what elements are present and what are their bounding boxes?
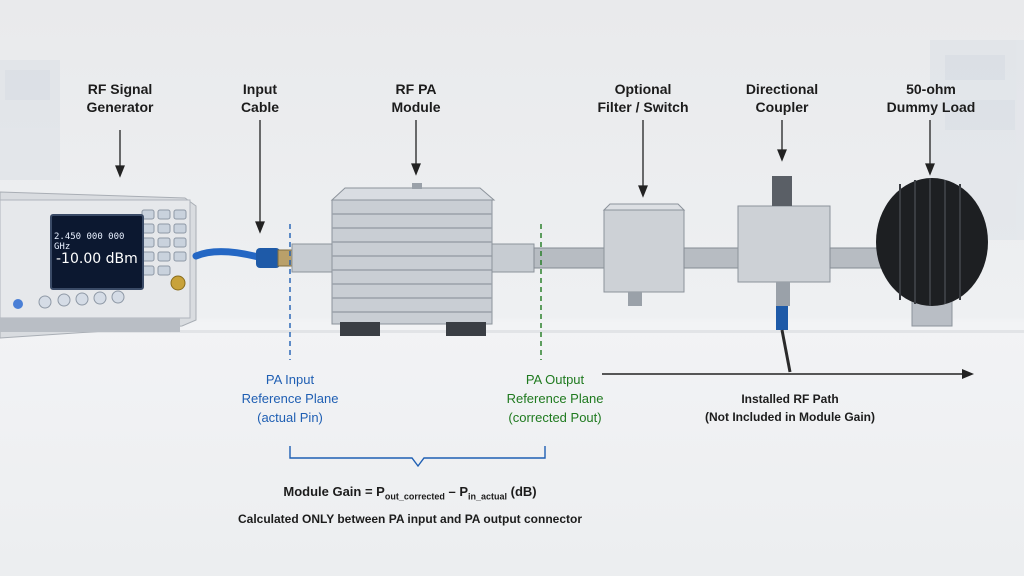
label-filter-line2: Filter / Switch	[597, 99, 689, 115]
label-module-line2: Module	[391, 99, 441, 115]
formula-out-subscript: out_corrected	[384, 491, 445, 502]
table-edge	[0, 330, 1024, 333]
label-load: 50-ohm Dummy Load	[876, 80, 986, 116]
label-filter-line1: Optional	[614, 81, 672, 97]
label-generator: RF Signal Generator	[70, 80, 170, 116]
input-plane-line3: (actual Pin)	[257, 410, 323, 425]
formula-suffix: (dB)	[507, 484, 537, 499]
input-plane-line2: Reference Plane	[241, 391, 339, 406]
label-module: RF PA Module	[366, 80, 466, 116]
label-coupler-line1: Directional	[745, 81, 819, 97]
output-plane-label: PA Output Reference Plane (corrected Pou…	[485, 370, 625, 427]
input-plane-line1: PA Input	[265, 372, 315, 387]
installed-path-label: Installed RF Path (Not Included in Modul…	[640, 390, 940, 426]
label-generator-line1: RF Signal	[87, 81, 153, 97]
label-cable: Input Cable	[220, 80, 300, 116]
output-plane-line3: (corrected Pout)	[508, 410, 602, 425]
generator-screen	[50, 214, 144, 290]
label-cable-line1: Input	[242, 81, 278, 97]
cable-connector	[256, 248, 280, 268]
label-load-line2: Dummy Load	[886, 99, 976, 115]
installed-path-line1: Installed RF Path	[741, 392, 839, 406]
filter-coupler-adapter	[683, 247, 739, 269]
directional-coupler	[737, 176, 831, 373]
background-lab-equipment	[0, 40, 1024, 240]
gain-brace	[289, 446, 546, 468]
gain-formula: Module Gain = Pout_corrected – Pin_actua…	[250, 484, 570, 502]
formula-in-subscript: in_actual	[468, 491, 508, 502]
filter-switch-box	[602, 203, 686, 306]
output-adapter	[533, 247, 605, 269]
pa-module	[291, 183, 535, 336]
formula-prefix: Module Gain = P	[283, 484, 385, 499]
label-coupler: Directional Coupler	[730, 80, 834, 116]
input-plane-label: PA Input Reference Plane (actual Pin)	[225, 370, 355, 427]
label-coupler-line2: Coupler	[755, 99, 809, 115]
output-plane-line2: Reference Plane	[506, 391, 604, 406]
label-arrows	[115, 120, 935, 234]
input-cable	[192, 248, 266, 262]
output-plane-line1: PA Output	[525, 372, 585, 387]
dummy-load	[876, 178, 988, 327]
formula-minus: – P	[444, 484, 469, 499]
installed-path-line2: (Not Included in Module Gain)	[705, 410, 875, 424]
label-module-line1: RF PA	[395, 81, 437, 97]
label-generator-line2: Generator	[86, 99, 154, 115]
label-cable-line2: Cable	[240, 99, 280, 115]
generator-frequency: 2.450 000 000 GHz	[54, 232, 125, 252]
gain-note: Calculated ONLY between PA input and PA …	[237, 512, 583, 526]
label-filter: Optional Filter / Switch	[583, 80, 703, 116]
label-load-line1: 50-ohm	[906, 81, 956, 97]
generator-power: -10.00 dBm	[56, 251, 138, 267]
